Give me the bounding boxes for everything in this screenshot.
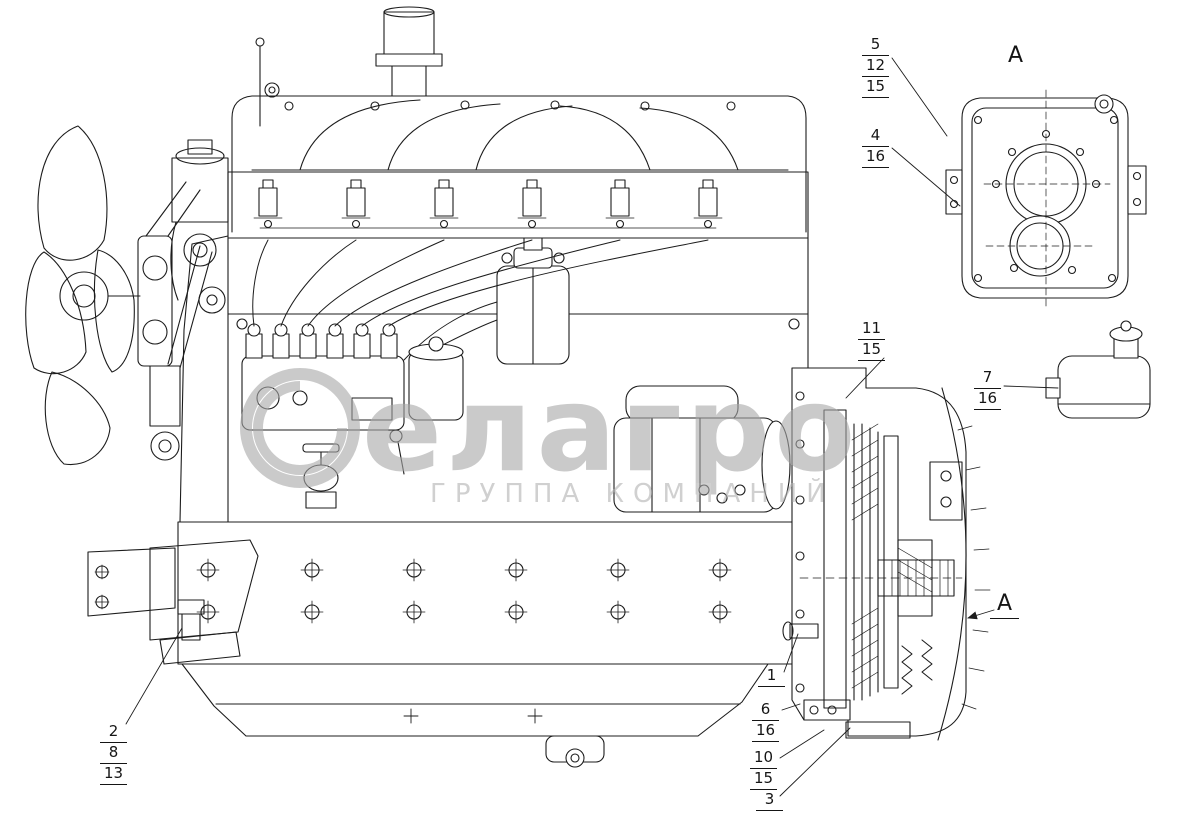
part-number-15: 15 (862, 77, 889, 98)
part-number-11: 11 (858, 319, 885, 340)
breather-rod (255, 37, 280, 127)
part-number-7: 7 (974, 368, 1001, 389)
part-number-3: 3 (756, 790, 783, 811)
watermark: елагро ГРУППА КОМПАНИЙ (240, 360, 859, 509)
intake-manifold (251, 99, 789, 171)
part-number-4: 4 (862, 126, 889, 147)
part-number-2: 2 (100, 722, 127, 743)
clutch-housing (791, 367, 967, 737)
housing-rim (937, 387, 991, 741)
callout-group-5-12-15: 5 12 15 (862, 35, 889, 98)
oil-pan (181, 663, 769, 768)
cylinder-head-cover (231, 95, 807, 233)
callout-group-10-15: 10 15 (750, 748, 777, 790)
water-pump-pulley (137, 181, 226, 461)
cylinder-head (227, 171, 809, 239)
part-number-12: 12 (862, 56, 889, 77)
clutch-hatching (851, 423, 933, 689)
callout-group-4-16: 4 16 (862, 126, 889, 168)
part-number-5: 5 (862, 35, 889, 56)
leader-lines (125, 57, 1059, 797)
part-number-15: 15 (750, 769, 777, 790)
clutch-assembly (782, 391, 963, 739)
part-number-16: 16 (974, 389, 1001, 410)
callout-group-6-16: 6 16 (752, 700, 779, 742)
view-label-a-detail: A (1008, 43, 1024, 68)
callout-group-11-15: 11 15 (858, 319, 885, 361)
fuel-filter (496, 237, 570, 365)
callout-group-3: 3 (756, 790, 783, 811)
front-engine-mount (87, 539, 259, 665)
cooling-fan (25, 125, 141, 466)
part-number-10: 10 (750, 748, 777, 769)
part-number-16: 16 (862, 147, 889, 168)
callout-group-7-16: 7 16 (974, 368, 1001, 410)
view-label-a-section: A (990, 592, 1020, 619)
watermark-brand: елагро (362, 360, 859, 498)
callout-group-1: 1 (758, 666, 785, 687)
fuel-lines (252, 239, 709, 361)
oil-filter (389, 336, 464, 475)
crankcase (177, 521, 809, 665)
part-number-16: 16 (752, 721, 779, 742)
part-number-8: 8 (100, 743, 127, 764)
watermark-subtitle: ГРУППА КОМПАНИЙ (430, 477, 835, 509)
exhaust-stack (375, 6, 443, 97)
oil-filler-breather (1045, 320, 1151, 419)
callout-group-2-8-13: 2 8 13 (100, 722, 127, 785)
part-number-13: 13 (100, 764, 127, 785)
part-number-6: 6 (752, 700, 779, 721)
watermark-logo-icon (240, 368, 360, 488)
part-number-15: 15 (858, 340, 885, 361)
rear-view-a (945, 89, 1147, 307)
part-number-1: 1 (758, 666, 785, 687)
starter-motor (613, 385, 791, 513)
